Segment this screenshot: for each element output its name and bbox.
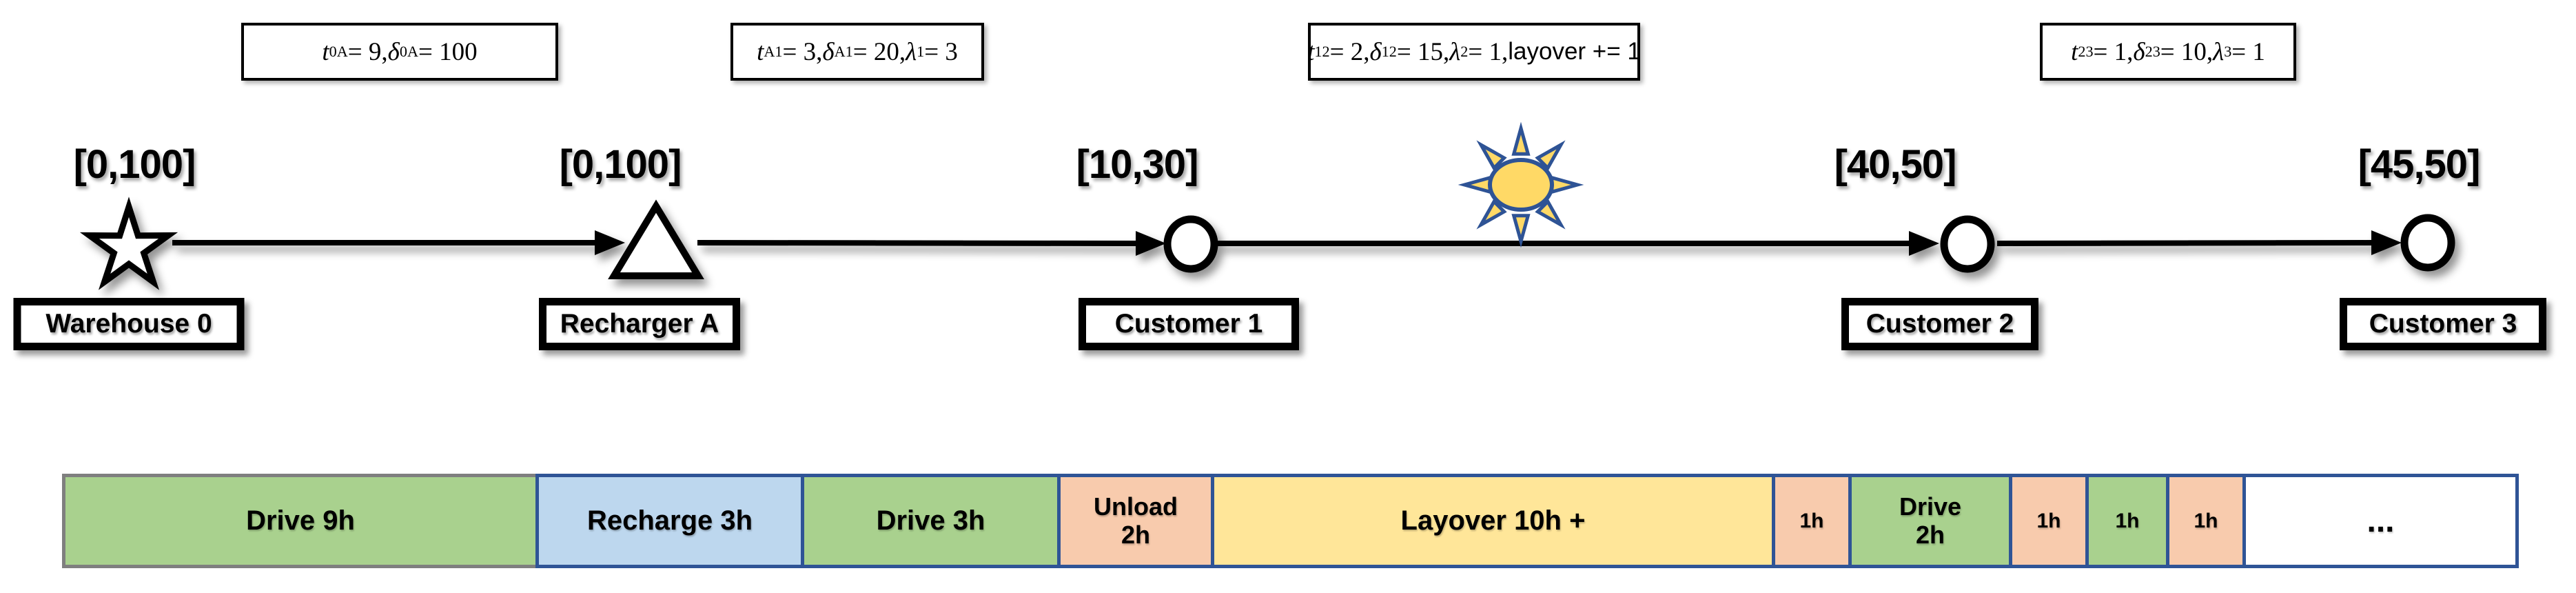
- sun-icon: [1458, 121, 1584, 248]
- node-label-warehouse-0: Warehouse 0: [13, 298, 245, 350]
- schedule-segment-recharge-3h: Recharge 3h: [535, 474, 804, 568]
- node-label-customer-3: Customer 3: [2340, 298, 2546, 350]
- schedule-segment-label: Recharge 3h: [586, 505, 753, 536]
- sun-ray: [1476, 140, 1507, 171]
- node-label-text: Customer 1: [1114, 309, 1263, 339]
- node-label-text: Recharger A: [560, 309, 719, 339]
- arrow-12-head: [1909, 231, 1939, 256]
- schedule-segment-label: 1h: [2194, 509, 2218, 532]
- schedule-segment-continuation: ...: [2242, 474, 2519, 568]
- sun-ray: [1535, 199, 1566, 230]
- schedule-segment-1h: 1h: [2166, 474, 2246, 568]
- time-window-customer-2: [40,50]: [1834, 142, 1957, 187]
- sun-body: [1488, 158, 1554, 212]
- schedule-segment-drive-3h: Drive 3h: [801, 474, 1061, 568]
- schedule-segment-label: 1h: [2036, 509, 2061, 532]
- sun-ray: [1535, 140, 1566, 171]
- node-label-customer-1: Customer 1: [1079, 298, 1299, 350]
- node-label-customer-2: Customer 2: [1841, 298, 2038, 350]
- schedule-segment-1h: 1h: [2085, 474, 2169, 568]
- schedule-segment-label: 1h: [2115, 509, 2140, 532]
- schedule-segment-1h: 1h: [2009, 474, 2089, 568]
- node-label-text: Customer 3: [2369, 309, 2517, 339]
- sun-ray: [1550, 175, 1584, 194]
- node-label-text: Warehouse 0: [45, 309, 212, 339]
- schedule-bar: Drive 9h Recharge 3h Drive 3h Unload 2h …: [62, 474, 2553, 568]
- schedule-segment-drive-2h: Drive 2h: [1848, 474, 2012, 568]
- node-label-text: Customer 2: [1865, 309, 2014, 339]
- schedule-segment-label: Layover 10h +: [1400, 505, 1586, 536]
- schedule-segment-label: ...: [2367, 502, 2395, 539]
- customer-2-node-icon: [1940, 215, 1995, 273]
- schedule-segment-unload-2h: Unload 2h: [1057, 474, 1214, 568]
- time-window-customer-3: [45,50]: [2358, 142, 2481, 187]
- schedule-segment-label: Drive 9h: [246, 505, 355, 536]
- time-window-customer-1: [10,30]: [1076, 142, 1199, 187]
- schedule-segment-layover-10h: Layover 10h +: [1211, 474, 1775, 568]
- customer-3-node-icon: [2400, 214, 2455, 272]
- time-window-recharger-a: [0,100]: [559, 142, 682, 187]
- schedule-segment-label: Drive 2h: [1899, 492, 1962, 549]
- route-arrows: [172, 230, 2402, 256]
- arrow-23-head: [2371, 230, 2402, 255]
- recharger-triangle-icon: [608, 199, 704, 279]
- sun-ray: [1476, 199, 1507, 230]
- warehouse-star-icon: [79, 197, 178, 290]
- node-label-recharger-a: Recharger A: [539, 298, 740, 350]
- arrow-A1-head: [1136, 231, 1166, 256]
- sun-ray: [1511, 121, 1531, 156]
- customer-1-node-icon: [1163, 215, 1218, 273]
- schedule-segment-drive-9h: Drive 9h: [62, 474, 539, 568]
- schedule-segment-label: Unload 2h: [1094, 492, 1178, 549]
- schedule-segment-label: 1h: [1799, 509, 1824, 532]
- sun-ray: [1511, 214, 1531, 248]
- sun-ray: [1458, 175, 1492, 194]
- schedule-segment-1h: 1h: [1772, 474, 1852, 568]
- arrow-0A-head: [595, 230, 625, 255]
- schedule-segment-label: Drive 3h: [876, 505, 985, 536]
- time-window-warehouse-0: [0,100]: [73, 142, 196, 187]
